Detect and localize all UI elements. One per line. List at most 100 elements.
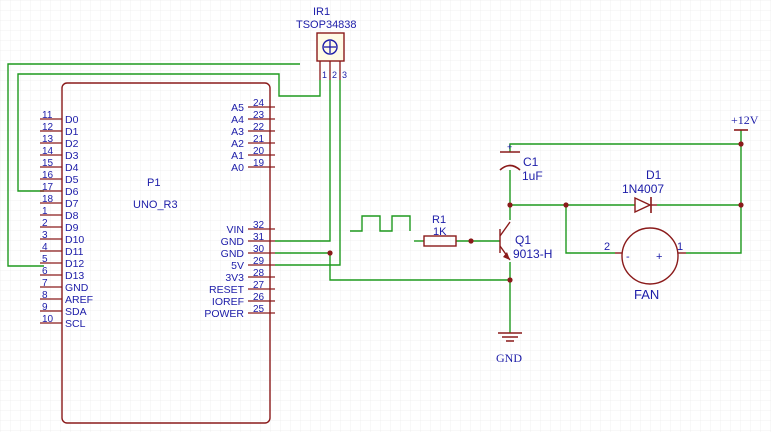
pin-number: 18: [42, 194, 54, 205]
pin-number: 11: [42, 110, 53, 121]
pin-number: 21: [253, 134, 265, 145]
pin-number: 27: [253, 280, 265, 291]
junction: [507, 277, 513, 283]
pin-name: A1: [231, 150, 244, 162]
junction: [738, 141, 744, 147]
fan-motor: 2 1 - + FAN: [604, 227, 686, 302]
pin-name: A3: [231, 126, 244, 138]
pin-name: POWER: [204, 308, 244, 320]
pin-name: AREF: [65, 294, 93, 306]
wire-gnd-rail: [329, 253, 510, 281]
pin-number: 26: [253, 292, 265, 303]
junctions: [327, 141, 744, 283]
pin-name: GND: [221, 236, 245, 248]
pin-name: D6: [65, 186, 79, 198]
r1-designator: R1: [432, 214, 446, 226]
fan-icon: [621, 227, 679, 285]
pin-name: GND: [65, 282, 89, 294]
pin-number: 1: [42, 206, 48, 217]
p1-designator: P1: [147, 177, 160, 189]
pin-number: 8: [42, 290, 48, 301]
power-12v-symbol: +12V: [731, 113, 759, 131]
pin-name: D2: [65, 138, 79, 150]
pin-name: D8: [65, 210, 79, 222]
p1-right-pins: 24A523A422A321A220A119A032VIN31GND30GND2…: [204, 98, 275, 320]
c1-value: 1uF: [522, 169, 543, 183]
pin-name: D10: [65, 234, 84, 246]
pin-name: RESET: [209, 284, 245, 296]
ir1-designator: IR1: [313, 6, 330, 18]
pin-number: 16: [42, 170, 54, 181]
ground-symbol: [498, 332, 522, 342]
fan-label: FAN: [634, 287, 659, 302]
pin-number: 22: [253, 122, 265, 133]
pin-name: VIN: [226, 224, 244, 236]
pin-number: 2: [42, 218, 48, 229]
wires: [7, 63, 742, 333]
wire-d8-loop: [7, 63, 300, 267]
pin-name: A0: [231, 162, 244, 174]
pin-name: 5V: [231, 260, 244, 272]
pin-name: A4: [231, 114, 244, 126]
pin-name: D3: [65, 150, 79, 162]
pin-name: IOREF: [212, 296, 244, 308]
pin-number: 19: [253, 158, 265, 169]
pin-number: 6: [42, 266, 48, 277]
fan-pin-right: 1: [677, 241, 683, 253]
q1-designator: Q1: [515, 233, 531, 247]
pin-number: 13: [42, 134, 54, 145]
c1-designator: C1: [523, 155, 539, 169]
d1-designator: D1: [646, 168, 662, 182]
wire-12v-right: [686, 130, 742, 254]
pin-name: D7: [65, 198, 79, 210]
pin-name: A5: [231, 102, 244, 114]
pin-name: 3V3: [225, 272, 244, 284]
ir1-pin-1: 1: [322, 70, 327, 80]
pin-number: 12: [42, 122, 54, 133]
pin-number: 23: [253, 110, 265, 121]
pin-number: 5: [42, 254, 48, 265]
pin-name: D13: [65, 270, 84, 282]
pin-name: D0: [65, 114, 79, 126]
c1-polarity: +: [507, 142, 512, 152]
pin-number: 30: [253, 244, 265, 255]
pin-number: 15: [42, 158, 54, 169]
pin-number: 7: [42, 278, 48, 289]
pin-name: SDA: [65, 306, 87, 318]
fan-sign-minus: -: [626, 251, 630, 263]
junction: [507, 202, 513, 208]
transistor-q1: [499, 221, 511, 261]
pin-name: D12: [65, 258, 84, 270]
pin-name: D9: [65, 222, 79, 234]
pin-number: 17: [42, 182, 54, 193]
fan-sign-plus: +: [656, 251, 662, 263]
r1-value: 1K: [433, 226, 447, 238]
pin-number: 28: [253, 268, 265, 279]
fan-pin-left: 2: [604, 241, 610, 253]
d1-value: 1N4007: [622, 182, 664, 196]
pin-number: 31: [253, 232, 265, 243]
pin-name: SCL: [65, 318, 86, 330]
ir1-pin-2: 2: [332, 70, 337, 80]
junction: [563, 202, 569, 208]
junction: [327, 250, 333, 256]
ground-label: GND: [496, 351, 522, 365]
pwm-signal-icon: [350, 215, 411, 232]
r1-body: [423, 235, 457, 247]
junction: [738, 202, 744, 208]
pin-name: D1: [65, 126, 79, 138]
capacitor-c1: + C1 1uF: [499, 142, 543, 183]
ir1-sensor-icon: [322, 39, 338, 55]
pin-name: D11: [65, 246, 84, 258]
wire-ir-gnd: [275, 80, 331, 242]
pin-number: 10: [42, 314, 54, 325]
wire-ir-vcc: [275, 80, 341, 266]
pin-name: A2: [231, 138, 244, 150]
pin-number: 24: [253, 98, 265, 109]
pin-number: 32: [253, 220, 265, 231]
wire-c1-top: [509, 143, 741, 152]
